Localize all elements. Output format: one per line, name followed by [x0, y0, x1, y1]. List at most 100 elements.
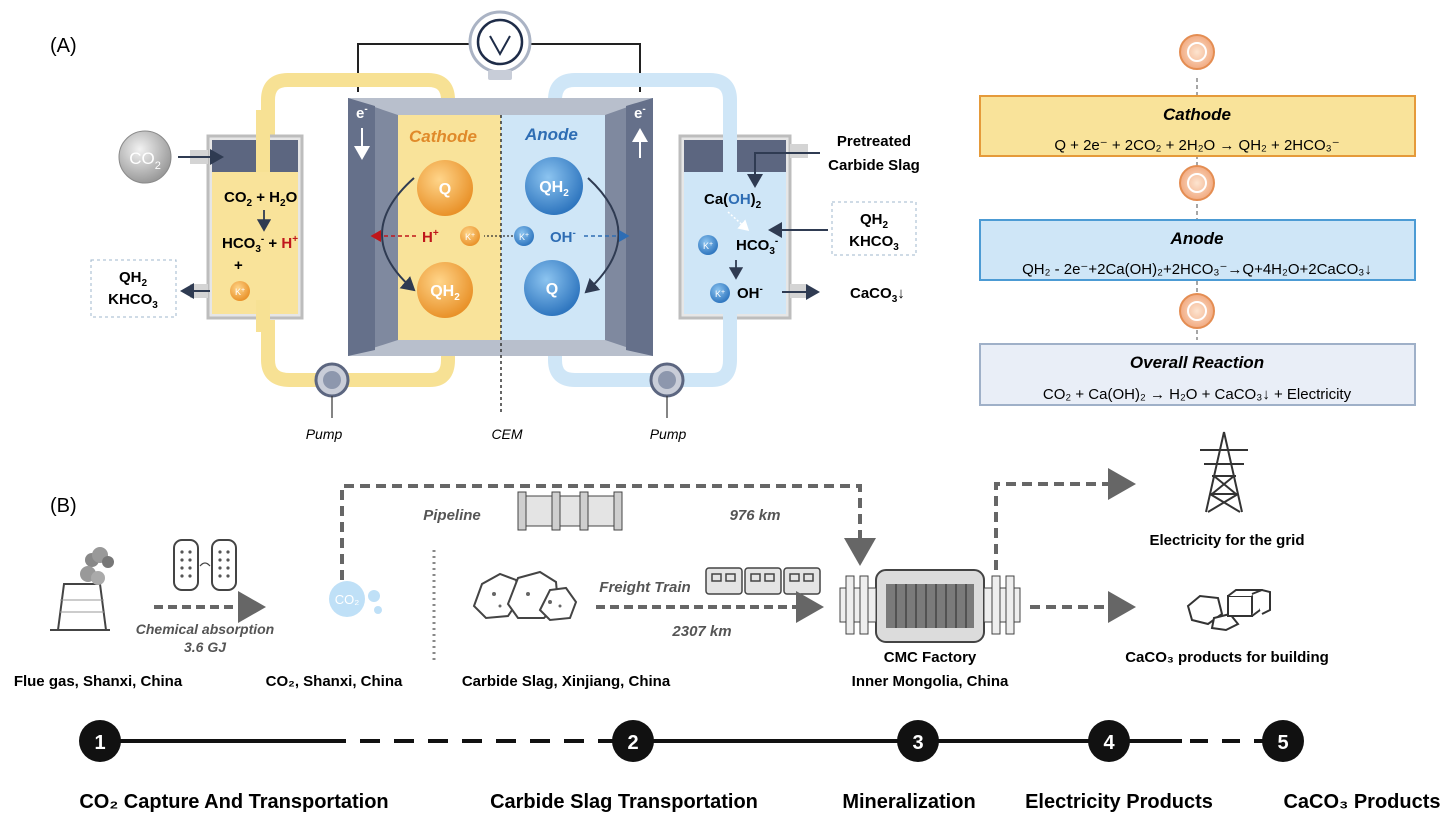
- k-ion-cathode: [460, 226, 480, 246]
- chain-node-3: [1179, 293, 1215, 329]
- step-2-label: Carbide Slag Transportation: [490, 791, 758, 813]
- left-tank-eq1: CO2 + H2O: [224, 189, 298, 209]
- caco3-products-label: CaCO₃ products for building: [1125, 649, 1329, 666]
- pretreated-inlet-arrow: [747, 152, 820, 188]
- co2-site-label: CO₂, Shanxi, China: [266, 673, 403, 690]
- k-ion-label-right-1: K+: [703, 241, 713, 251]
- left-tank-plus: +: [234, 257, 243, 274]
- caco3-outlet-label: CaCO3↓: [850, 285, 905, 305]
- cmc-factory-icon: [839, 569, 1021, 643]
- caco3-blocks-icon: [1186, 588, 1271, 632]
- absorber-columns-icon: [173, 539, 237, 591]
- step-1-marker: [79, 720, 121, 762]
- left-outlet-line1: QH2: [119, 269, 148, 289]
- left-outlet-box: [90, 259, 177, 318]
- pipeline-label: Pipeline: [423, 507, 481, 524]
- electricity-output-arrow: [994, 468, 1136, 570]
- left-outlet-line2: KHCO3: [108, 291, 158, 311]
- hydroquinone-bubble-cathode: [417, 262, 473, 318]
- hydroquinone-bubble-anode: [525, 157, 583, 215]
- factory-smoke-icon: [50, 547, 114, 631]
- carbide-slag-label: Carbide Slag, Xinjiang, China: [462, 673, 671, 690]
- step-1-label: CO₂ Capture And Transportation: [79, 791, 388, 813]
- right-electrode-face: [626, 98, 653, 356]
- k-ion-anode: [514, 226, 534, 246]
- flue-gas-label: Flue gas, Shanxi, China: [14, 673, 183, 690]
- co2-bubble-icon: [329, 581, 365, 617]
- cathode-reaction-eq: Q + 2e⁻ + 2CO₂ + 2H₂O → QH₂ + 2HCO₃⁻: [1054, 137, 1339, 154]
- anode-cycle-arrow: [584, 177, 620, 294]
- pretreated-line1: Pretreated: [837, 133, 911, 150]
- chem-absorption-label: Chemical absorption: [136, 621, 274, 637]
- cathode-return-tube: [261, 320, 330, 387]
- left-tank: [190, 110, 304, 332]
- pump-right-label: Pump: [650, 426, 687, 442]
- h-plus-label: H+: [422, 228, 439, 246]
- cathode-loop-tube: [261, 73, 455, 150]
- anode-reaction-title: Anode: [1170, 229, 1224, 248]
- panel-a-label: (A): [50, 35, 77, 57]
- pretreated-line2: Carbide Slag: [828, 157, 920, 174]
- k-ion-left-tank: [230, 281, 250, 301]
- pipeline-icon: [517, 491, 623, 531]
- oh-minus-label: OH-: [550, 228, 576, 246]
- electricity-label: Electricity for the grid: [1149, 532, 1304, 549]
- anode-reaction-eq: QH₂ - 2e⁻+2Ca(OH)₂+2HCO₃⁻→Q+4H₂O+2CaCO₃↓: [1022, 261, 1372, 278]
- co2-small-bubble-1: [368, 590, 380, 602]
- right-inlet-box: [831, 201, 917, 256]
- cathode-cycle-arrow: [381, 177, 416, 292]
- cathode-return-tube-b: [345, 345, 455, 387]
- left-tank-eq2: HCO3- + H+: [222, 234, 298, 255]
- cathode-reaction-box: [979, 95, 1416, 157]
- step-4-marker: [1088, 720, 1130, 762]
- light-bulb-icon: [468, 10, 532, 80]
- right-tank-dotted-arrow: [727, 211, 750, 232]
- freight-train-icon: [705, 567, 821, 595]
- step-3-label: Mineralization: [842, 791, 975, 813]
- k-ion-label-right-2: K+: [715, 289, 725, 299]
- right-inlet-line1: QH2: [860, 211, 889, 231]
- step-2-marker: [612, 720, 654, 762]
- panel-b-label: (B): [50, 495, 77, 517]
- anode-reaction-box: [979, 219, 1416, 281]
- overall-reaction-box: [979, 343, 1416, 406]
- cmc-factory-label: CMC Factory: [884, 649, 977, 666]
- anode-loop-tube: [548, 73, 737, 150]
- step-3-number: 3: [912, 732, 923, 754]
- reaction-chain: [1179, 34, 1215, 340]
- co2-gas-label: CO2: [129, 149, 161, 172]
- left-electrode-face: [348, 98, 375, 356]
- step-1-number: 1: [94, 732, 105, 754]
- co2-bubble-label: CO₂: [335, 592, 360, 607]
- k-ion-label-anode: K+: [519, 232, 529, 242]
- hydroquinone-label-cathode: QH2: [430, 283, 460, 303]
- right-tank-hco3: HCO3-: [736, 236, 778, 257]
- step-2-number: 2: [627, 732, 638, 754]
- overall-reaction-title: Overall Reaction: [1130, 353, 1264, 372]
- right-tank-oh: OH-: [737, 284, 763, 302]
- step-5-marker: [1262, 720, 1304, 762]
- right-inlet-line2: KHCO3: [849, 233, 899, 253]
- cmc-location-label: Inner Mongolia, China: [852, 673, 1009, 690]
- cathode-title: Cathode: [409, 127, 477, 146]
- step-5-label: CaCO₃ Products: [1283, 791, 1440, 813]
- overall-reaction-eq: CO₂ + Ca(OH)₂ → H₂O + CaCO₃↓ + Electrici…: [1043, 386, 1352, 403]
- chain-node-1: [1179, 34, 1215, 70]
- quinone-label-anode: Q: [546, 281, 558, 298]
- anode-return-tube-b: [680, 320, 737, 387]
- cathode-reaction-title: Cathode: [1163, 105, 1231, 124]
- power-tower-icon: [1200, 431, 1248, 513]
- pump-left-icon: [314, 362, 350, 418]
- chain-node-2: [1179, 165, 1215, 201]
- freight-train-label: Freight Train: [599, 579, 690, 596]
- carbide-slag-rocks-icon: [472, 570, 578, 622]
- pipeline-route: [340, 484, 876, 580]
- k-ion-label-left-tank: K+: [235, 287, 245, 297]
- pump-right-icon: [649, 362, 685, 418]
- k-ion-right-tank-1: [698, 235, 718, 255]
- train-distance: 2307 km: [671, 623, 731, 640]
- k-ion-label-cathode: K+: [465, 232, 475, 242]
- chem-absorption-energy: 3.6 GJ: [184, 639, 227, 655]
- k-ion-right-tank-2: [710, 283, 730, 303]
- electron-left-label: e-: [356, 104, 368, 122]
